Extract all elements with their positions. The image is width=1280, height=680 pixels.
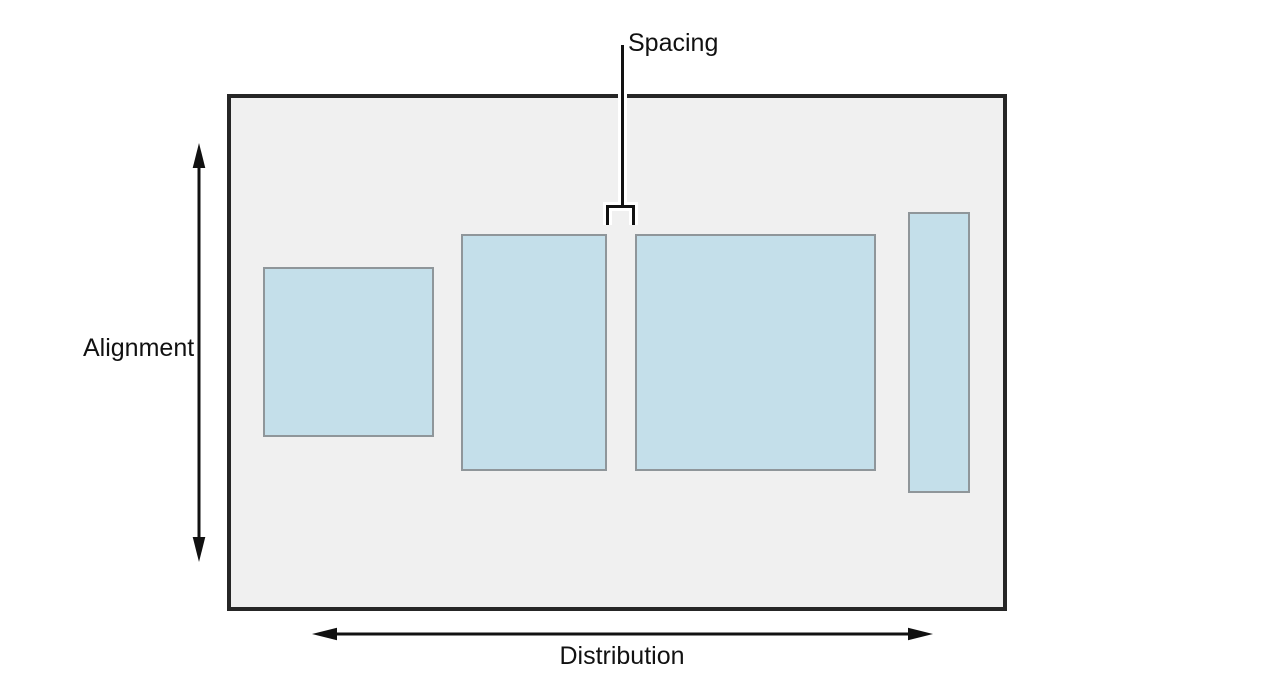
arrowhead-down-icon bbox=[192, 537, 206, 562]
item-box-3 bbox=[635, 234, 876, 471]
arrowhead-up-icon bbox=[192, 143, 206, 168]
distribution-double-arrow bbox=[312, 627, 933, 641]
item-box-2 bbox=[461, 234, 607, 471]
item-box-4 bbox=[908, 212, 970, 493]
alignment-label: Alignment bbox=[83, 334, 195, 362]
arrowhead-left-icon bbox=[312, 627, 337, 641]
distribution-label: Distribution bbox=[559, 642, 685, 670]
arrowhead-right-icon bbox=[908, 627, 933, 641]
spacing-label: Spacing bbox=[628, 29, 719, 57]
alignment-double-arrow bbox=[192, 143, 206, 562]
item-box-1 bbox=[263, 267, 434, 437]
